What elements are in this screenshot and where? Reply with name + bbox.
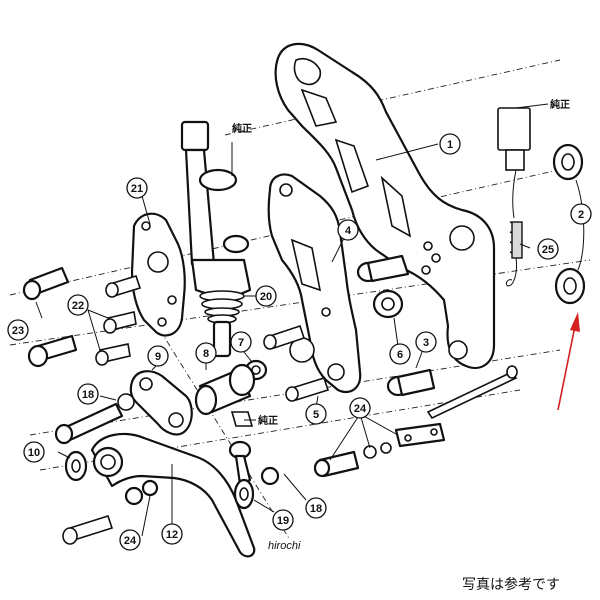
return-spring: [497, 107, 531, 287]
callout-7: 7: [230, 331, 252, 353]
link-plate: [129, 370, 193, 436]
svg-text:20: 20: [260, 291, 272, 303]
callout-18-left: 18: [77, 383, 99, 405]
callout-20: 20: [255, 285, 277, 307]
red-arrow-indicator: [557, 312, 580, 411]
svg-text:23: 23: [12, 325, 24, 337]
genuine-label-nut: 純正: [258, 414, 278, 427]
svg-text:24: 24: [354, 403, 367, 415]
svg-text:3: 3: [423, 337, 429, 349]
svg-text:8: 8: [203, 348, 209, 360]
callout-25: 25: [537, 238, 559, 260]
callout-1: 1: [439, 133, 461, 155]
svg-text:18: 18: [310, 503, 322, 515]
callout-4: 4: [337, 219, 359, 241]
boot-bellows: [199, 290, 245, 324]
svg-text:19: 19: [277, 515, 289, 527]
mounting-bolts: [22, 266, 330, 545]
svg-text:5: 5: [313, 409, 319, 421]
callout-6: 6: [389, 343, 411, 365]
genuine-label-switch: 純正: [550, 98, 570, 111]
svg-text:4: 4: [345, 225, 352, 237]
clevis-rod: [228, 411, 255, 510]
reference-note: 写真は参考です: [462, 577, 560, 593]
svg-text:1: 1: [447, 139, 453, 151]
spacer-collars: [552, 143, 586, 305]
callout-24-bottom: 24: [119, 529, 141, 551]
svg-text:24: 24: [124, 535, 137, 547]
callout-18-right: 18: [305, 497, 327, 519]
callout-5: 5: [305, 403, 327, 425]
callout-3: 3: [415, 331, 437, 353]
svg-text:9: 9: [155, 351, 161, 363]
svg-text:2: 2: [578, 209, 584, 221]
genuine-labels: 純正 純正 純正: [232, 98, 570, 427]
pin-hardware: [141, 365, 518, 497]
svg-text:7: 7: [238, 337, 244, 349]
svg-text:12: 12: [166, 529, 178, 541]
callout-12: 12: [161, 523, 183, 545]
callout-10: 10: [23, 441, 45, 463]
callout-21: 21: [126, 177, 148, 199]
brake-pedal-arm: [90, 432, 256, 558]
callout-8: 8: [195, 342, 217, 364]
genuine-label-cylinder: 純正: [232, 122, 252, 135]
svg-text:10: 10: [28, 447, 40, 459]
hanger-plate: [267, 173, 362, 394]
svg-text:18: 18: [82, 389, 94, 401]
svg-text:21: 21: [131, 183, 143, 195]
svg-text:25: 25: [542, 244, 554, 256]
callout-24-top: 24: [349, 397, 371, 419]
callout-9: 9: [147, 345, 169, 367]
pivot-collar: [194, 363, 256, 416]
main-plate: [274, 42, 496, 370]
cylinder-bracket: [130, 212, 186, 337]
callout-labels: 1 2 3 4 5 6 7 8 9 10 12 18 18 19 20 21 2…: [7, 133, 592, 551]
bushings: [244, 254, 436, 397]
svg-text:6: 6: [397, 349, 403, 361]
callout-2: 2: [570, 203, 592, 225]
svg-text:22: 22: [72, 300, 84, 312]
callout-23: 23: [7, 319, 29, 341]
master-cylinder: [180, 120, 252, 358]
lock-nut: [64, 450, 88, 482]
watermark-text: hirochi: [268, 540, 301, 552]
callout-19: 19: [272, 509, 294, 531]
callout-22: 22: [67, 294, 89, 316]
